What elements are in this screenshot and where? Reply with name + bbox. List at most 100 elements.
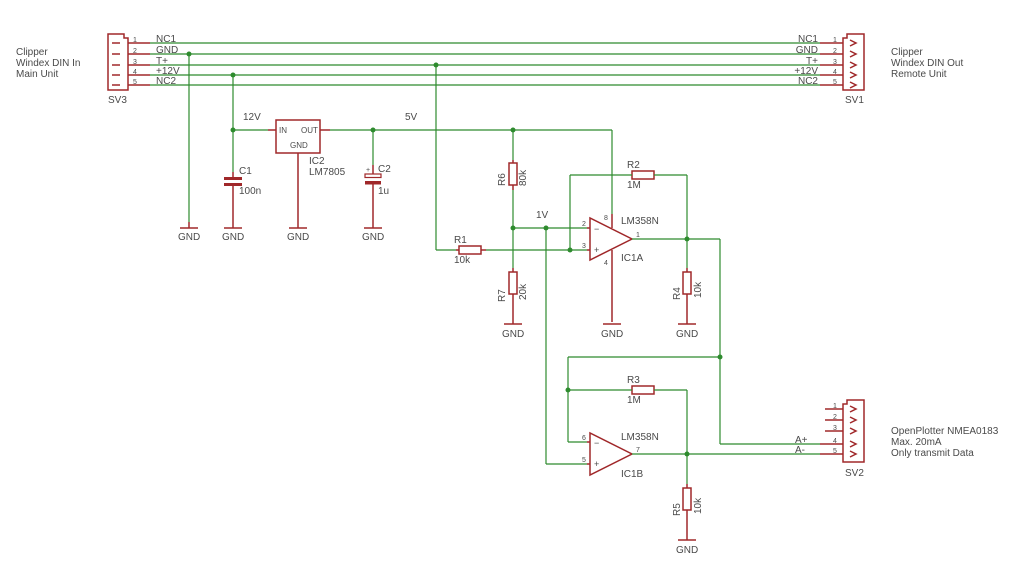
c2-name: C2 (378, 164, 391, 175)
r6-name: R6 (497, 173, 508, 186)
sv3-name: SV3 (108, 95, 127, 106)
c2-polarity-icon: + (366, 167, 370, 174)
sv1-pin-3: 3 (833, 59, 837, 66)
r4-value: 10k (693, 281, 704, 298)
net-5v-label: 5V (405, 112, 418, 123)
r3-name: R3 (627, 375, 640, 386)
sv3-signal-3: T+ (156, 56, 168, 67)
sv1-signal-2: GND (796, 45, 818, 56)
sv3-pin-4: 4 (133, 69, 137, 76)
net-5v: 5V (330, 112, 613, 214)
r3-value: 1M (627, 395, 641, 406)
sv2-pin-4: 4 (833, 438, 837, 445)
resistor-r4: R4 10k GND (672, 268, 704, 340)
gnd-net-bus: GND (178, 51, 200, 243)
svg-text:−: − (594, 224, 599, 234)
c1-name: C1 (239, 166, 252, 177)
r7-value: 20k (518, 283, 529, 300)
bus-nets (150, 42, 820, 86)
net-fb1 (569, 174, 688, 250)
sv2-signal-aminus: A- (795, 445, 805, 456)
sv2-desc-3: Only transmit Data (891, 448, 974, 459)
ic2-out-pin: OUT (301, 126, 318, 135)
sv1-desc-1: Clipper (891, 47, 923, 58)
net-aminus (632, 451, 820, 484)
sv3-pin-5: 5 (133, 79, 137, 86)
net-12v: 12V (230, 72, 268, 172)
gnd-label-7: GND (676, 329, 698, 340)
net-aplus (567, 236, 820, 445)
sv3-desc-1: Clipper (16, 47, 48, 58)
ic1a-pin-4: 4 (604, 260, 608, 267)
r1-name: R1 (454, 235, 467, 246)
sv1-pin-1: 1 (833, 37, 837, 44)
connector-sv3: 1 2 3 4 5 SV3 NC1 GND T+ +12V NC2 Clippe… (16, 33, 180, 106)
sv2-desc-1: OpenPlotter NMEA0183 (891, 426, 999, 437)
c1-value: 100n (239, 186, 261, 197)
capacitor-c1: C1 100n GND (222, 166, 261, 243)
ic2-in-pin: IN (279, 126, 287, 135)
svg-text:+: + (594, 245, 599, 255)
ic1a-value: LM358N (621, 216, 659, 227)
regulator-ic2: IN OUT GND IC2 LM7805 GND (268, 119, 346, 243)
sv2-signal-aplus: A+ (795, 435, 808, 446)
sv1-signal-1: NC1 (798, 34, 818, 45)
net-1v-label: 1V (536, 210, 549, 221)
net-tplus (433, 62, 456, 251)
opamp-ic1b: − + 6 5 7 LM358N IC1B (582, 431, 659, 480)
ic1b-name: IC1B (621, 469, 644, 480)
resistor-r1: R1 10k (454, 235, 486, 266)
sv1-signal-4: +12V (794, 66, 818, 77)
capacitor-c2: + C2 1u GND (362, 164, 391, 243)
sv3-pin-2: 2 (133, 48, 137, 55)
resistor-r7: R7 20k GND (497, 268, 529, 340)
opamp-ic1a: − + 2 3 1 8 4 LM358N IC1A GND (582, 214, 659, 340)
sv2-pin-2: 2 (833, 414, 837, 421)
sv3-signal-2: GND (156, 45, 178, 56)
ic1b-value: LM358N (621, 432, 659, 443)
r4-name: R4 (672, 287, 683, 300)
ic1a-pin-1: 1 (636, 232, 640, 239)
gnd-label-8: GND (676, 545, 698, 556)
gnd-label-6: GND (601, 329, 623, 340)
sv1-desc-2: Windex DIN Out (891, 58, 963, 69)
ic1b-pin-7: 7 (636, 447, 640, 454)
r2-value: 1M (627, 180, 641, 191)
r1-value: 10k (454, 255, 471, 266)
ic1a-pin-8: 8 (604, 215, 608, 222)
net-1v: 1V (510, 190, 587, 465)
gnd-label-1: GND (178, 232, 200, 243)
gnd-label-4: GND (362, 232, 384, 243)
sv3-pin-3: 3 (133, 59, 137, 66)
ic1a-pin-2: 2 (582, 221, 586, 228)
net-fb2 (565, 387, 688, 454)
sv1-pin-4: 4 (833, 69, 837, 76)
ic1b-pin-6: 6 (582, 435, 586, 442)
r5-value: 10k (693, 497, 704, 514)
r2-name: R2 (627, 160, 640, 171)
sv3-signal-4: +12V (156, 66, 180, 77)
sv1-name: SV1 (845, 95, 864, 106)
sv3-signal-1: NC1 (156, 34, 176, 45)
svg-text:+: + (594, 459, 599, 469)
sv1-signal-3: T+ (806, 56, 818, 67)
resistor-r6: R6 80k (497, 160, 529, 190)
sv3-desc-3: Main Unit (16, 69, 58, 80)
sv2-pin-1: 1 (833, 403, 837, 410)
r5-name: R5 (672, 503, 683, 516)
sv3-pin-1: 1 (133, 37, 137, 44)
connector-sv2: 1 2 3 4 5 SV2 A+ A- OpenPlotter NMEA0183… (795, 399, 999, 479)
ic1a-name: IC1A (621, 253, 644, 264)
sv1-pin-2: 2 (833, 48, 837, 55)
sv1-desc-3: Remote Unit (891, 69, 947, 80)
net-12v-label: 12V (243, 112, 261, 123)
connector-sv1: 1 2 3 4 5 SV1 NC1 GND T+ +12V NC2 Clippe… (794, 33, 963, 106)
c2-value: 1u (378, 186, 389, 197)
ic2-value: LM7805 (309, 167, 346, 178)
ic2-name: IC2 (309, 156, 325, 167)
ic1a-pin-3: 3 (582, 243, 586, 250)
svg-text:−: − (594, 438, 599, 448)
gnd-label-3: GND (287, 232, 309, 243)
resistor-r5: R5 10k GND (672, 484, 704, 556)
